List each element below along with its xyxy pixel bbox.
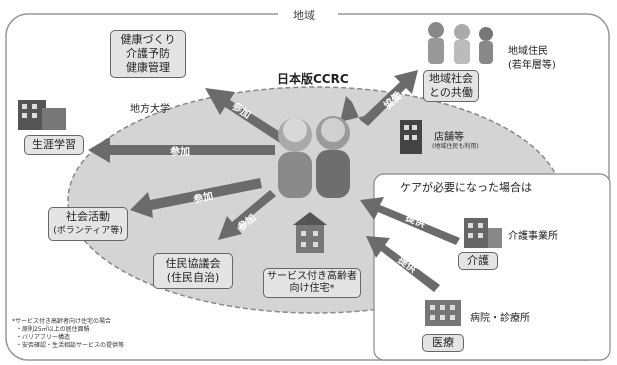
shop-building-icon xyxy=(400,120,422,154)
social-line-1: 社会活動 xyxy=(66,210,110,223)
housing-building-icon xyxy=(293,212,327,253)
housing-line-1: サービス付き高齢者 xyxy=(267,271,357,282)
hospital-building-icon xyxy=(425,300,461,326)
arrow-collaborate-community xyxy=(340,70,418,126)
lifelong-learning-box: 生涯学習 xyxy=(24,135,84,155)
housing-line-2: 向け住宅* xyxy=(289,283,335,294)
residents-people-icon xyxy=(428,22,493,64)
lifelong-learning-text: 生涯学習 xyxy=(32,138,76,151)
university-building-icon xyxy=(18,100,66,130)
shops-note: (地域住民も利用) xyxy=(432,143,479,150)
social-line-2: (ボランティア等) xyxy=(53,226,123,236)
participate-text-lifelong: 参加 xyxy=(170,147,190,158)
arrow-participate-council xyxy=(218,190,276,240)
residents-label-1: 地域住民 xyxy=(508,46,548,57)
elderly-housing-box: サービス付き高齢者 向け住宅* xyxy=(263,268,361,298)
university-label: 地方大学 xyxy=(130,104,170,115)
arrow-provide-care xyxy=(360,197,460,245)
shops-label: 店舗等 xyxy=(434,132,464,143)
arrow-participate-lifelong xyxy=(88,137,275,163)
elderly-couple-icon xyxy=(278,116,350,198)
community-collab-box: 地域社会 との共働 xyxy=(423,70,479,102)
footnote: *サービス付き高齢者向け住宅の場合 ・原則25㎡以上の居住面積 ・バリアフリー構… xyxy=(12,318,124,350)
footnote-line-4: ・安否確認・生活相談サービスの提供等 xyxy=(16,342,125,349)
community-line-1: 地域社会 xyxy=(429,72,473,85)
care-box: 介護 xyxy=(458,252,498,270)
care-needed-label: ケアが必要になった場合は xyxy=(400,181,532,194)
region-label: 地域 xyxy=(293,9,315,22)
footnote-line-2: ・原則25㎡以上の居住面積 xyxy=(16,326,90,333)
arrow-provide-medical xyxy=(366,236,440,292)
health-box: 健康づくり 介護予防 健康管理 xyxy=(110,30,186,78)
council-line-1: 住民協議会 xyxy=(165,257,221,270)
council-line-2: (住民自治) xyxy=(166,271,220,284)
medical-box-text: 医療 xyxy=(432,336,454,349)
medical-box: 医療 xyxy=(422,334,464,352)
social-activity-box: 社会活動 (ボランティア等) xyxy=(48,207,128,241)
care-office-building-icon xyxy=(464,218,502,248)
health-line-2: 介護予防 xyxy=(126,47,170,60)
center-title: 日本版CCRC xyxy=(277,72,349,86)
region-label-bg xyxy=(278,6,338,22)
care-box-text: 介護 xyxy=(467,254,489,267)
health-line-3: 健康管理 xyxy=(126,61,170,74)
arrow-participate-health xyxy=(205,88,285,143)
residents-label-2: (若年層等) xyxy=(508,60,556,71)
footnote-line-3: ・バリアフリー構造 xyxy=(16,334,71,341)
residents-council-box: 住民協議会 (住民自治) xyxy=(153,253,233,289)
community-line-2: との共働 xyxy=(429,86,473,99)
footnote-line-1: *サービス付き高齢者向け住宅の場合 xyxy=(12,318,112,325)
hospital-label: 病院・診療所 xyxy=(470,313,530,324)
health-line-1: 健康づくり xyxy=(120,33,176,46)
arrow-participate-social xyxy=(130,178,262,218)
care-office-label: 介護事業所 xyxy=(508,231,558,242)
